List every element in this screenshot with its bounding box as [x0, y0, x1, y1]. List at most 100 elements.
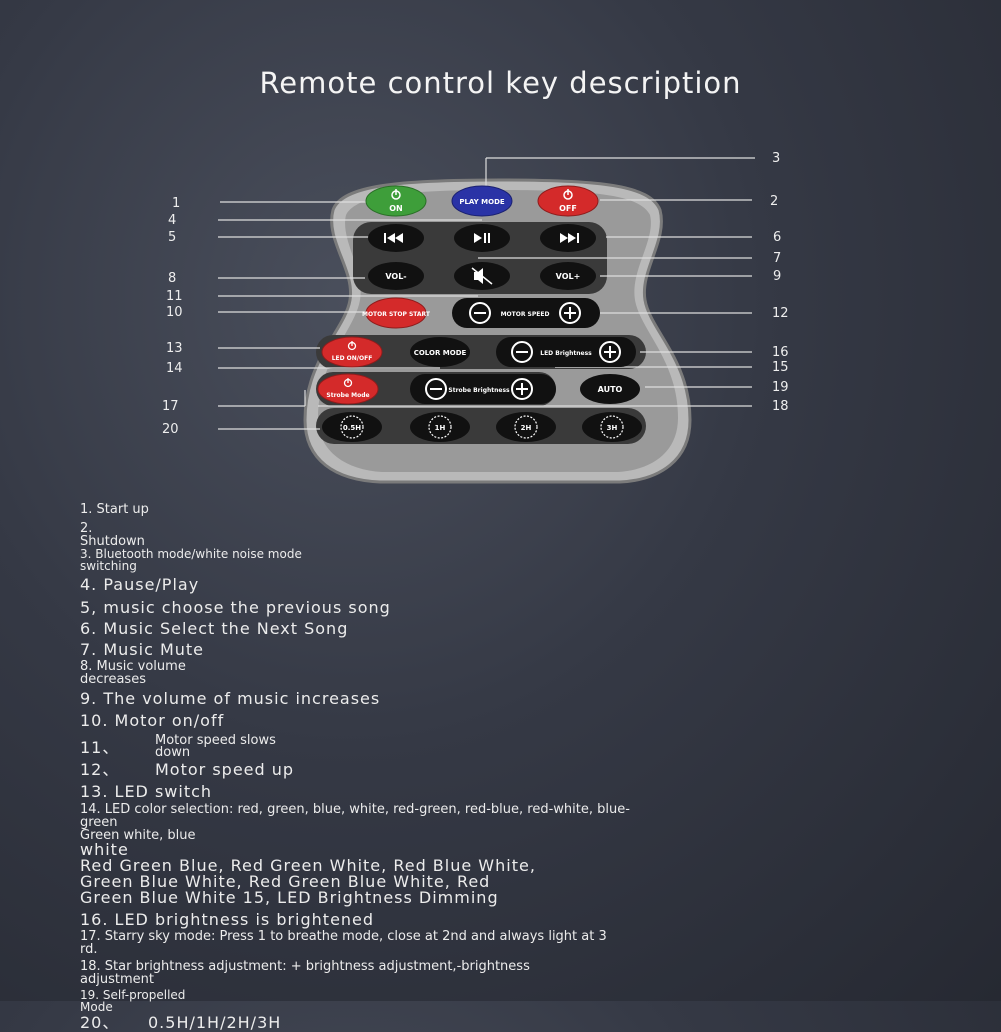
off-label: OFF [559, 204, 577, 213]
desc-16: 16. LED brightness is brightened [80, 910, 375, 929]
strobe-brightness-button[interactable]: Strobe Brightness [410, 374, 556, 404]
play-mode-label: PLAY MODE [459, 198, 505, 206]
auto-label: AUTO [598, 385, 623, 394]
desc-19a: 19. Self-propelled [80, 988, 186, 1002]
off-button[interactable]: OFF [537, 185, 599, 217]
play-pause-icon [474, 233, 490, 243]
timer-3h-button[interactable]: 3H [582, 412, 642, 442]
callout-15: 15 [772, 360, 789, 375]
callout-13: 13 [166, 341, 183, 356]
timer-1h-button[interactable]: 1H [410, 412, 470, 442]
desc-3a: 3. Bluetooth mode/white noise mode [80, 547, 302, 561]
desc-8a: 8. Music volume [80, 659, 186, 674]
play-pause-button[interactable] [454, 224, 510, 252]
callout-20: 20 [162, 422, 179, 437]
timer-3h-label: 3H [607, 424, 618, 432]
strobe-mode-button[interactable]: Strobe Mode [317, 373, 379, 405]
callout-10: 10 [166, 305, 183, 320]
auto-button[interactable]: AUTO [580, 374, 640, 404]
power-icon [347, 341, 357, 351]
motor-speed-label: MOTOR SPEED [501, 311, 550, 318]
desc-17b: rd. [80, 942, 98, 957]
callout-17: 17 [162, 399, 179, 414]
vol-minus-label: VOL- [385, 272, 406, 281]
callout-4: 4 [168, 213, 176, 228]
power-icon [343, 378, 353, 388]
desc-14e: Red Green Blue, Red Green White, Red Blu… [80, 856, 536, 875]
callout-14: 14 [166, 361, 183, 376]
mute-button[interactable] [454, 262, 510, 290]
power-icon [391, 189, 401, 200]
desc-14d: white [80, 840, 129, 859]
desc-3b: switching [80, 559, 137, 573]
timer-2h-button[interactable]: 2H [496, 412, 556, 442]
callout-12: 12 [772, 306, 789, 321]
mute-icon [471, 267, 493, 285]
callout-18: 18 [772, 399, 789, 414]
callout-1: 1 [172, 196, 180, 211]
desc-10: 10. Motor on/off [80, 711, 225, 730]
power-icon [563, 189, 573, 200]
desc-20-num: 20、 [80, 1013, 120, 1032]
vol-plus-button[interactable]: VOL+ [540, 262, 596, 290]
desc-11a: Motor speed slows [155, 733, 276, 748]
callout-3: 3 [772, 151, 780, 166]
page-title: Remote control key description [259, 66, 742, 100]
on-label: ON [389, 204, 403, 213]
callout-16: 16 [772, 345, 789, 360]
callout-2: 2 [770, 194, 778, 209]
led-onoff-label: LED ON/OFF [332, 355, 373, 362]
callout-9: 9 [773, 269, 781, 284]
led-onoff-button[interactable]: LED ON/OFF [321, 336, 383, 368]
desc-14b: green [80, 815, 118, 830]
key-descriptions: 1. Start up 2. Shutdown 3. Bluetooth mod… [80, 500, 960, 1031]
timer-05h-button[interactable]: 0.5H [322, 412, 382, 442]
desc-20: 0.5H/1H/2H/3H [148, 1013, 282, 1032]
timer-05h-label: 0.5H [343, 424, 361, 432]
desc-6: 6. Music Select the Next Song [80, 619, 349, 638]
vol-plus-label: VOL+ [556, 272, 581, 281]
desc-19b: Mode [80, 1000, 113, 1014]
motor-stop-start-button[interactable]: MOTOR STOP START [362, 297, 431, 329]
callout-19: 19 [772, 380, 789, 395]
desc-4: 4. Pause/Play [80, 575, 200, 594]
desc-17a: 17. Starry sky mode: Press 1 to breathe … [80, 929, 607, 944]
next-icon [560, 233, 579, 243]
timer-2h-label: 2H [521, 424, 532, 432]
timer-1h-label: 1H [435, 424, 446, 432]
desc-1: 1. Start up [80, 502, 149, 517]
motor-speed-button[interactable]: MOTOR SPEED [452, 298, 600, 328]
led-brightness-label: LED Brightness [540, 350, 592, 357]
desc-13: 13. LED switch [80, 782, 213, 801]
callout-7: 7 [773, 251, 781, 266]
desc-11b: down [155, 745, 191, 760]
remote-diagram: 1 2 3 4 5 6 7 8 9 10 11 12 13 14 15 16 1… [162, 151, 789, 484]
desc-14c: Green white, blue [80, 828, 196, 843]
desc-7: 7. Music Mute [80, 640, 205, 659]
desc-8b: decreases [80, 672, 146, 687]
next-button[interactable] [540, 224, 596, 252]
desc-11-num: 11、 [80, 738, 120, 757]
desc-14f: Green Blue White, Red Green Blue White, … [80, 872, 491, 891]
callout-11: 11 [166, 289, 183, 304]
callout-8: 8 [168, 271, 176, 286]
led-brightness-button[interactable]: LED Brightness [496, 337, 636, 367]
prev-button[interactable] [368, 224, 424, 252]
callout-5: 5 [168, 230, 176, 245]
desc-14a: 14. LED color selection: red, green, blu… [80, 802, 630, 817]
desc-2a: 2. [80, 521, 93, 536]
desc-12-num: 12、 [80, 760, 120, 779]
callout-lines [218, 157, 755, 430]
desc-5: 5, music choose the previous song [80, 598, 391, 617]
on-button[interactable]: ON [365, 185, 427, 217]
strobe-mode-label: Strobe Mode [326, 392, 369, 399]
vol-minus-button[interactable]: VOL- [368, 262, 424, 290]
motor-stop-start-label: MOTOR STOP START [362, 311, 431, 318]
desc-18a: 18. Star brightness adjustment: + bright… [80, 959, 530, 974]
callout-6: 6 [773, 230, 781, 245]
desc-14g: Green Blue White 15, LED Brightness Dimm… [80, 888, 499, 907]
prev-icon [384, 233, 403, 243]
play-mode-button[interactable]: PLAY MODE [451, 185, 513, 217]
color-mode-button[interactable]: COLOR MODE [410, 337, 470, 367]
desc-9: 9. The volume of music increases [80, 689, 381, 708]
